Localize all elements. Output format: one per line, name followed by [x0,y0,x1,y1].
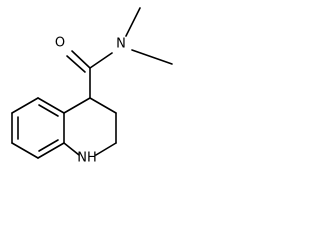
carbonyl-bond [71,50,91,69]
bond [37,97,65,114]
bond [63,142,80,156]
bond [89,52,113,69]
bond [63,97,91,114]
bond [89,97,117,114]
dimethylamide-group [66,7,173,99]
ring-nitrogen-label: NH [77,151,97,166]
chemical-structure: O N NH [11,7,173,166]
bond [11,97,39,114]
oxygen-atom-label: O [55,36,65,51]
bond [11,142,39,159]
carbonyl-bond [66,55,86,73]
bond [37,142,65,159]
benzene-ring [11,97,65,159]
amide-nitrogen-label: N [116,37,126,52]
methyl-bond [131,49,173,65]
bond [95,142,117,156]
tetrahydro-ring [63,97,117,156]
double-bond-inner [38,104,59,117]
methyl-bond [125,7,141,37]
double-bond-inner [38,139,59,152]
